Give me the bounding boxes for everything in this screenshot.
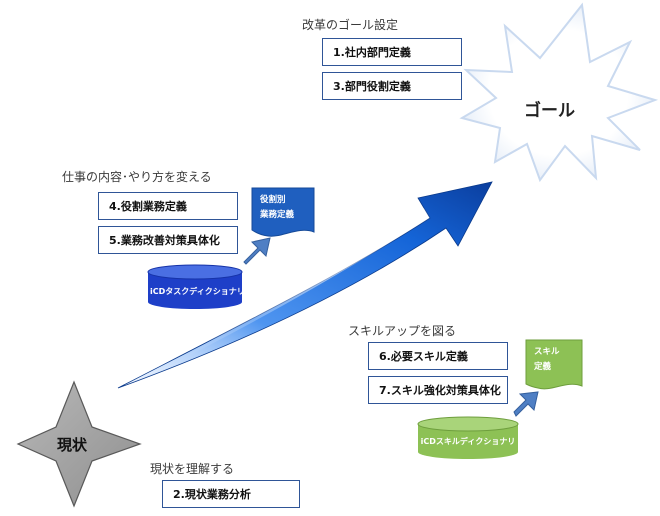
- goal-burst-shape: [459, 2, 659, 183]
- skill-document-line-2: 定義: [534, 362, 552, 372]
- current-heading: 現状を理解する: [150, 462, 235, 476]
- skill-item-1: 6.必要スキル定義: [368, 342, 508, 370]
- skill-heading: スキルアップを図る: [348, 324, 457, 338]
- current-item-1: 2.現状業務分析: [162, 480, 300, 508]
- task-dictionary-database-shape: [147, 264, 243, 309]
- goal-label: ゴール: [524, 101, 575, 121]
- skill-document-label: スキル 定義: [534, 345, 560, 375]
- progress-arrow-shape: [117, 181, 493, 389]
- goal-item-2: 3.部門役割定義: [322, 72, 462, 100]
- task-document-line-1: 役割別: [260, 195, 286, 205]
- goal-item-1: 1.社内部門定義: [322, 38, 462, 66]
- work-item-1: 4.役割業務定義: [98, 192, 238, 220]
- current-label: 現状: [57, 436, 88, 454]
- skill-document-shape: [525, 339, 583, 390]
- skill-item-2: 7.スキル強化対策具体化: [368, 376, 508, 404]
- skill-dictionary-database-shape: [417, 416, 519, 459]
- skill-to-document-arrow: [513, 391, 539, 417]
- task-document-line-2: 業務定義: [260, 210, 295, 220]
- skill-document-line-1: スキル: [534, 347, 560, 357]
- work-heading: 仕事の内容･やり方を変える: [62, 170, 212, 184]
- work-item-2: 5.業務改善対策具体化: [98, 226, 238, 254]
- task-to-document-arrow: [243, 237, 271, 265]
- task-document-shape: [251, 187, 315, 237]
- goal-heading: 改革のゴール設定: [302, 18, 399, 32]
- task-document-label: 役割別 業務定義: [260, 193, 294, 223]
- task-dictionary-label: iCDタスクディクショナリ: [150, 287, 245, 296]
- current-star-shape: [16, 380, 142, 508]
- skill-dictionary-label: iCDスキルディクショナリ: [420, 437, 516, 446]
